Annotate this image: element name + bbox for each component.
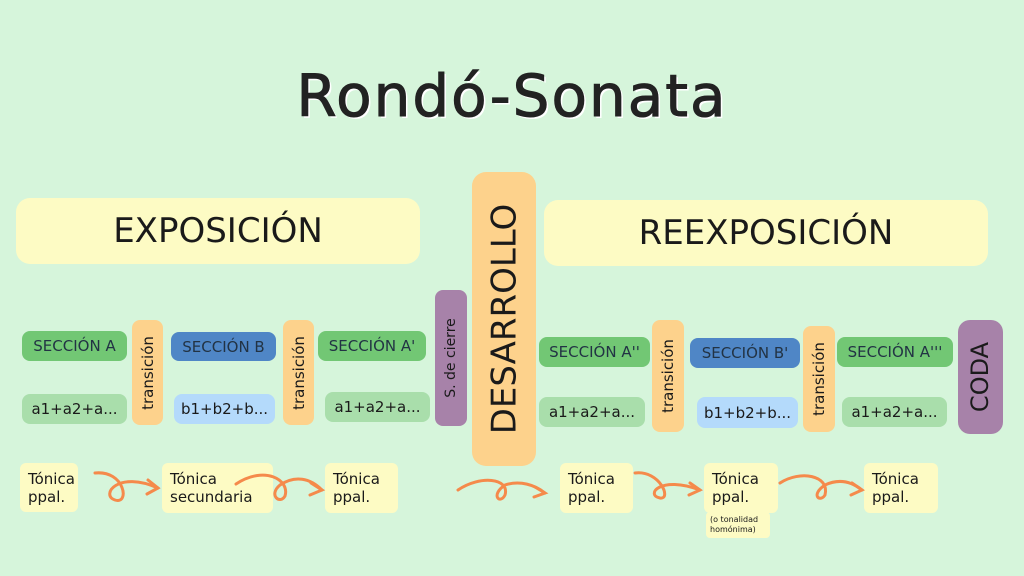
key-tonic: Tónica ppal. xyxy=(560,463,633,513)
key-tonic: Tónica ppal. xyxy=(20,463,78,512)
key-tonic: Tónica ppal. xyxy=(325,463,398,513)
transition-3: transición xyxy=(652,320,684,432)
arrow-icon xyxy=(778,474,866,500)
section-b-subsections: b1+b2+b... xyxy=(174,394,275,424)
section-a: SECCIÓN A xyxy=(22,331,127,361)
transition-4: transición xyxy=(803,326,835,432)
section-a-double-prime: SECCIÓN A'' xyxy=(539,337,650,367)
transition-1: transición xyxy=(132,320,163,425)
desarrollo-block: DESARROLLO xyxy=(472,172,536,466)
arrow-icon xyxy=(234,473,326,501)
arrow-icon xyxy=(633,471,704,500)
section-a-prime-subsections: a1+a2+a... xyxy=(325,392,430,422)
section-a-subsections: a1+a2+a... xyxy=(842,397,947,427)
key-secondary: Tónica secundaria xyxy=(162,463,273,513)
key-note: (o tonalidad homónima) xyxy=(706,512,770,538)
reexposicion-header: REEXPOSICIÓN xyxy=(544,200,988,266)
coda-block: CODA xyxy=(958,320,1003,434)
section-b: SECCIÓN B xyxy=(171,332,276,361)
section-b-prime: SECCIÓN B' xyxy=(690,338,800,368)
closing-section: S. de cierre xyxy=(435,290,467,426)
key-tonic: Tónica ppal. xyxy=(864,463,938,513)
exposicion-header: EXPOSICIÓN xyxy=(16,198,420,264)
arrow-icon xyxy=(456,478,549,501)
section-b-subsections: b1+b2+b... xyxy=(697,397,798,428)
page-title: Rondó-Sonata xyxy=(296,62,728,131)
section-a-subsections: a1+a2+a... xyxy=(539,397,645,427)
section-a-triple-prime: SECCIÓN A''' xyxy=(837,337,953,367)
section-a-prime: SECCIÓN A' xyxy=(318,331,426,361)
key-tonic: Tónica ppal. xyxy=(704,463,778,513)
section-a-subsections: a1+a2+a... xyxy=(22,394,127,424)
arrow-icon xyxy=(93,471,161,502)
transition-2: transición xyxy=(283,320,314,425)
